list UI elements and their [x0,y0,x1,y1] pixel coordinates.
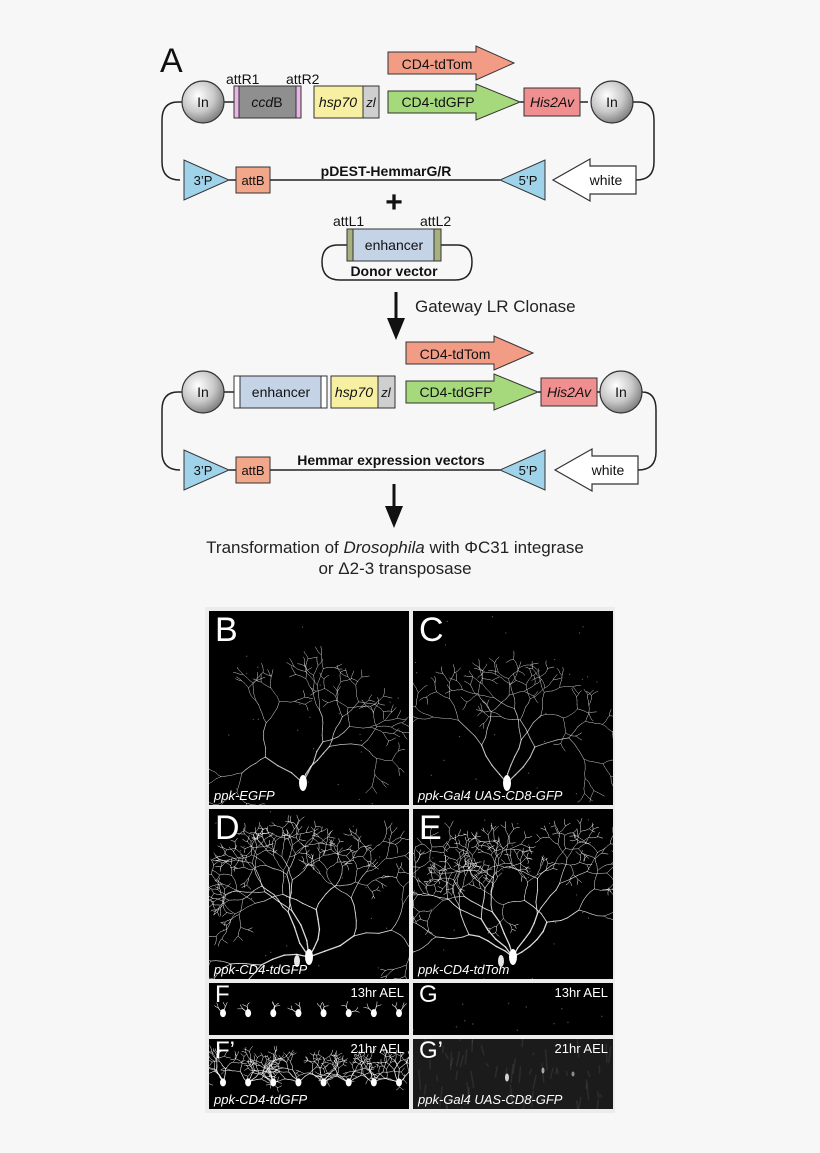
p3-triangle-2 [183,449,231,491]
panel-c-genotype: ppk-Gal4 UAS-CD8-GFP [418,788,563,803]
in-right-label-2: In [615,384,627,400]
attR1-label: attR1 [226,71,260,87]
donor-name: Donor vector [350,263,438,279]
p3-triangle [183,159,231,201]
in-left-label-2: In [197,384,209,400]
in-right-ball [590,80,634,124]
zl-label-2: zl [380,385,392,400]
panel-c-label: C [419,611,444,649]
his2av-label: His2Av [530,94,575,110]
vector2: In In enhancer hsp70 zl CD4-tdTom CD4-td… [161,335,657,493]
hsp70-box-2 [330,375,379,409]
transformation-caption: Transformation of Drosophila with ΦC31 i… [0,537,790,579]
his2av-box-2 [540,377,598,407]
cd4-tdgfp-label-2: CD4-tdGFP [419,384,492,400]
panel-a-label: A [160,42,183,80]
attb-label: attB [241,173,264,188]
transformation-line1: Transformation of Drosophila with ΦC31 i… [206,538,584,557]
attL1-label: attL1 [333,213,364,229]
zl-box [362,85,380,119]
panel-g-label: G [419,983,438,1008]
panel-f-label: F [215,983,230,1008]
vector1: attR1 attR2 In In ccdB hsp70 zl CD4-tdTo… [161,45,655,203]
panel-g-time: 13hr AEL [554,985,609,1000]
panel-g-prime-time: 21hr AEL [554,1041,609,1056]
panel-d-genotype: ppk-CD4-tdGFP [214,962,308,977]
panel-b-label: B [215,611,238,649]
attR2-label: attR2 [286,71,320,87]
zl-label: zl [365,95,377,110]
panel-g-prime: G’ 21hr AEL ppk-Gal4 UAS-CD8-GFP [413,1039,613,1109]
p5-triangle [498,159,546,201]
hsp70-label-2: hsp70 [335,384,373,400]
panel-e: E ppk-CD4-tdTom [413,809,613,979]
attL2-box [433,228,442,262]
hsp70-box [313,85,364,119]
attL2-label: attL2 [420,213,451,229]
panel-f: F 13hr AEL [209,983,409,1035]
white-label-2: white [591,462,625,478]
panel-f-prime-label: F’ [215,1039,235,1064]
hsp70-label: hsp70 [319,94,357,110]
in-left-label: In [197,94,209,110]
cd4-tdtom-label-2: CD4-tdTom [420,346,491,362]
panel-e-label: E [419,809,442,847]
panel-g: G 13hr AEL [413,983,613,1035]
cd4-tdtom-arrow-2 [405,335,535,371]
plus-sign: + [385,186,403,219]
white-label: white [589,172,623,188]
panel-d: D ppk-CD4-tdGFP [209,809,409,979]
donor-enhancer-label: enhancer [365,237,424,253]
enhancer-label: enhancer [252,384,311,400]
his2av-box [523,87,581,117]
attR1-box [233,85,240,119]
attb-label-2: attB [241,463,264,478]
in-right-label: In [606,94,618,110]
cd4-tdgfp-label: CD4-tdGFP [401,94,474,110]
vector1-name: pDEST-HemmarG/R [321,163,452,179]
cd4-tdtom-label: CD4-tdTom [402,56,473,72]
cd4-tdtom-arrow [387,45,516,81]
reaction-label: Gateway LR Clonase [415,297,576,316]
in-right-ball-2 [599,370,643,414]
attL1-box [346,228,354,262]
panel-f-prime-time: 21hr AEL [350,1041,405,1056]
zl-box-2 [377,375,396,409]
panel-b: B ppk-EGFP [209,611,409,805]
reaction-arrow [387,292,405,340]
panel-f-time: 13hr AEL [350,985,405,1000]
p3-label-2: 3’P [194,463,213,478]
ccdb-label: ccdB [251,94,282,110]
p5-triangle-2 [498,449,546,491]
panel-g-prime-label: G’ [419,1039,443,1064]
white-arrow [551,157,637,203]
panel-b-genotype: ppk-EGFP [214,788,275,803]
donor-vector: attL1 attL2 enhancer Donor vector [321,213,473,281]
vector2-name: Hemmar expression vectors [297,452,485,468]
p5-label-2: 5’P [519,463,538,478]
white-arrow-2 [553,447,639,493]
micrograph-grid: B ppk-EGFP C ppk-Gal4 UAS-CD8-GFP D ppk-… [205,607,615,1113]
panel-d-label: D [215,809,240,847]
cd4-tdgfp-arrow [387,83,522,121]
in-left-ball [181,80,225,124]
his2av-label-2: His2Av [547,384,592,400]
ccdb-box [238,85,297,119]
attb-box-2 [235,456,271,484]
attb-box [235,166,271,194]
cd4-tdgfp-arrow-2 [405,373,540,411]
attR2-box [295,85,302,119]
p3-label: 3’P [194,173,213,188]
panel-g-prime-genotype: ppk-Gal4 UAS-CD8-GFP [418,1092,563,1107]
in-left-ball-2 [181,370,225,414]
p5-label: 5’P [519,173,538,188]
transformation-line2: or Δ2-3 transposase [318,559,472,578]
vector-diagram: A attR1 attR2 In In ccdB hsp70 zl CD4-td… [160,42,657,528]
panel-f-prime-genotype: ppk-CD4-tdGFP [214,1092,308,1107]
transformation-arrow [385,484,403,528]
panel-c: C ppk-Gal4 UAS-CD8-GFP [413,611,613,805]
panel-f-prime: F’ 21hr AEL ppk-CD4-tdGFP [209,1039,409,1109]
panel-e-genotype: ppk-CD4-tdTom [418,962,510,977]
